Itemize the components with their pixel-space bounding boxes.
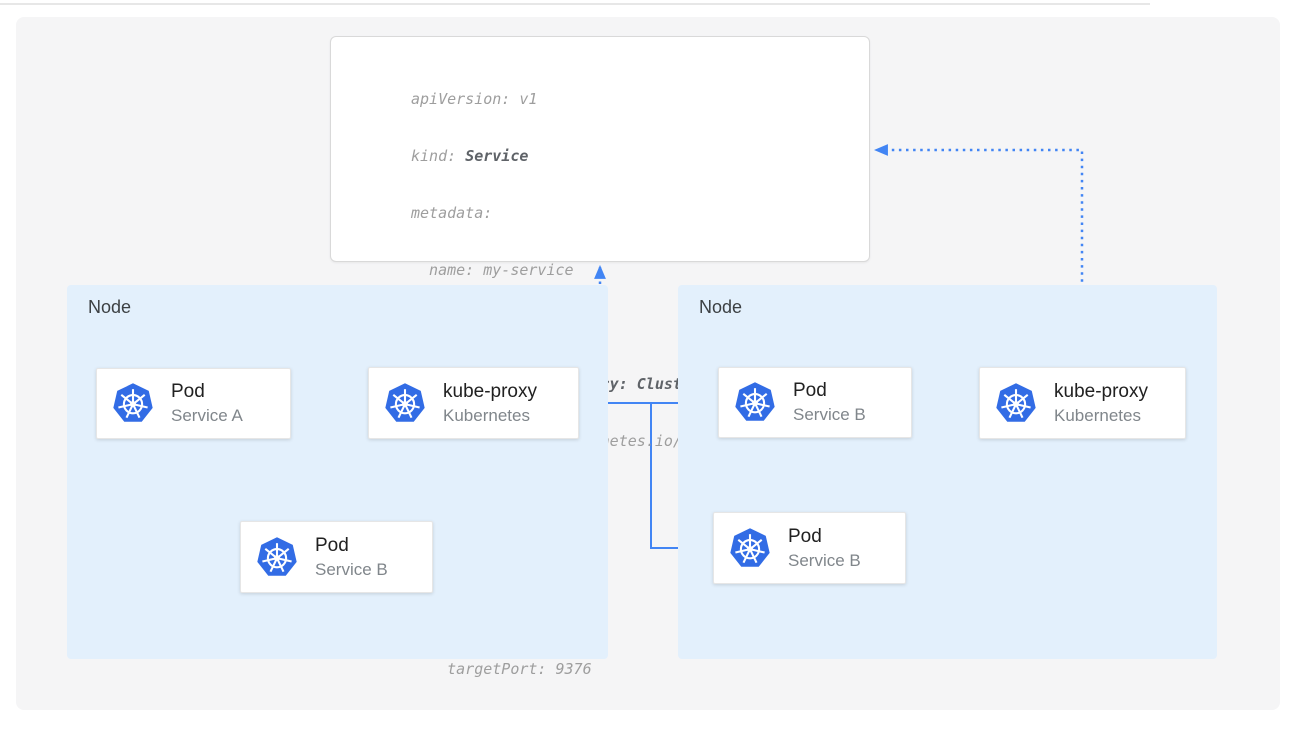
node-box-left: Node	[67, 285, 608, 659]
card-pod-service-a: Pod Service A	[96, 368, 291, 439]
kubernetes-icon	[735, 382, 775, 421]
card-kube-proxy-left: kube-proxy Kubernetes	[368, 367, 579, 439]
yaml-line: name: my-service	[411, 261, 574, 279]
card-subtitle: Kubernetes	[443, 405, 530, 425]
service-manifest-card: apiVersion: v1 kind: Service metadata: n…	[330, 36, 870, 678]
card-title: kube-proxy	[443, 380, 537, 402]
node-label: Node	[88, 297, 132, 317]
kubernetes-icon	[730, 527, 770, 567]
yaml-line: targetPort: 9376	[411, 660, 592, 678]
card-subtitle: Service B	[315, 559, 388, 579]
card-subtitle: Service B	[788, 550, 861, 570]
card-pod-service-b-left: Pod Service B	[240, 521, 433, 593]
top-border-line	[0, 3, 1150, 5]
card-title: Pod	[315, 534, 349, 556]
yaml-line: metadata:	[411, 204, 493, 222]
kubernetes-icon	[385, 382, 425, 422]
card-title: Pod	[793, 380, 827, 401]
card-kube-proxy-right: kube-proxy Kubernetes	[979, 367, 1186, 439]
card-pod-service-b-right-top: Pod Service B	[718, 367, 912, 438]
card-subtitle: Service A	[171, 406, 243, 425]
kubernetes-icon	[257, 536, 297, 576]
yaml-line: apiVersion: v1	[411, 90, 538, 108]
card-subtitle: Service B	[793, 405, 866, 424]
node-label: Node	[699, 297, 743, 317]
card-pod-service-b-right-bottom: Pod Service B	[713, 512, 906, 584]
yaml-line: kind: Service	[411, 147, 529, 165]
card-subtitle: Kubernetes	[1054, 405, 1141, 425]
card-title: Pod	[788, 525, 822, 547]
kubernetes-icon	[113, 383, 153, 422]
card-title: kube-proxy	[1054, 380, 1148, 402]
kubernetes-icon	[996, 382, 1036, 422]
node-box-right: Node	[678, 285, 1217, 659]
card-title: Pod	[171, 381, 205, 402]
